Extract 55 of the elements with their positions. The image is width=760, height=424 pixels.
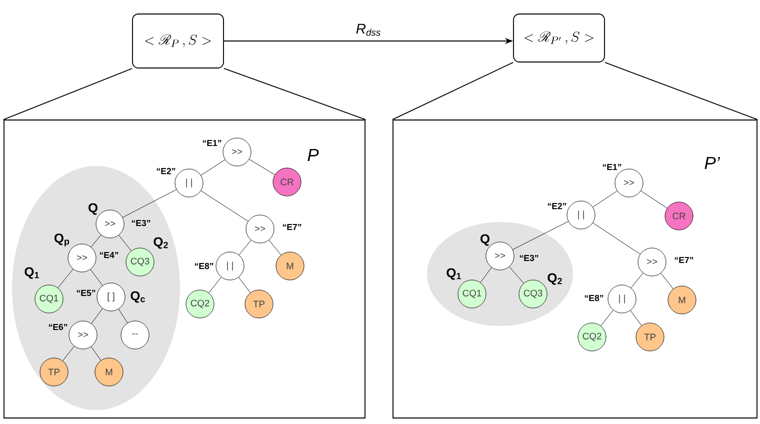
- tree-edge: [62, 346, 74, 362]
- node-label: “E2”: [548, 202, 566, 210]
- tree-edge: [630, 272, 644, 288]
- connector-line: [392, 62, 514, 120]
- formula-box: $<\mathscr{R}_{P'}\,, S>$: [513, 14, 605, 62]
- tree-edge: [208, 276, 222, 294]
- formula-box: $<\mathscr{R}_{P}\,, S>$: [132, 14, 224, 68]
- node-label: “E4”: [100, 252, 118, 258]
- panel-label: P’: [704, 156, 720, 170]
- node-label: “E1”: [202, 140, 222, 146]
- node-label: Q$_{c}$: [130, 291, 145, 303]
- tree-edge: [122, 189, 177, 218]
- node-label: Q$_{2}$: [548, 273, 562, 285]
- tree-edge: [600, 310, 614, 326]
- node-label: Q$_{2}$: [154, 237, 168, 249]
- tree-edge: [248, 159, 276, 175]
- tree-edge: [509, 266, 524, 284]
- node-label: “E1”: [602, 164, 622, 170]
- node-label: “E3”: [132, 220, 150, 226]
- connector-line: [224, 68, 366, 120]
- node-label: Q$_{1}$: [446, 268, 461, 280]
- tree-edge: [91, 308, 103, 324]
- tree-edge: [238, 240, 252, 256]
- tree-edge: [90, 346, 102, 361]
- tree-edge: [90, 269, 103, 286]
- tree-edge: [640, 190, 668, 208]
- node-label: “E7”: [674, 256, 694, 264]
- node-label: “E6”: [48, 324, 68, 330]
- tree-edge: [630, 310, 642, 326]
- node-label: “E5”: [76, 290, 96, 296]
- tree-edge: [592, 222, 640, 254]
- node-label: Q$_{1}$: [24, 267, 39, 279]
- tree-edge: [268, 240, 282, 256]
- tree-edge: [58, 268, 74, 288]
- panel-label: P: [308, 148, 319, 162]
- node-label: Q$_{p}$: [54, 234, 70, 246]
- tree-edge: [512, 221, 569, 250]
- tree-edge: [200, 159, 226, 176]
- node-label: “E7”: [282, 224, 302, 230]
- tree-edge: [238, 277, 251, 293]
- node-label: Q: [88, 203, 98, 215]
- tree-edge: [480, 267, 492, 283]
- tree-edge: [660, 272, 674, 290]
- tree-edge: [118, 234, 132, 252]
- node-label: “E2”: [156, 168, 176, 174]
- tree-edge: [200, 190, 248, 222]
- connector-line: [604, 62, 758, 120]
- node-label: “E8”: [194, 262, 214, 270]
- edge-label: R$_{dss}$: [356, 24, 380, 36]
- tree-edge: [592, 190, 618, 208]
- connector-line: [3, 68, 132, 120]
- tree-edge: [118, 308, 128, 324]
- node-label: “E8”: [584, 294, 604, 302]
- tree-edge: [90, 234, 102, 248]
- node-label: “E3”: [520, 254, 538, 262]
